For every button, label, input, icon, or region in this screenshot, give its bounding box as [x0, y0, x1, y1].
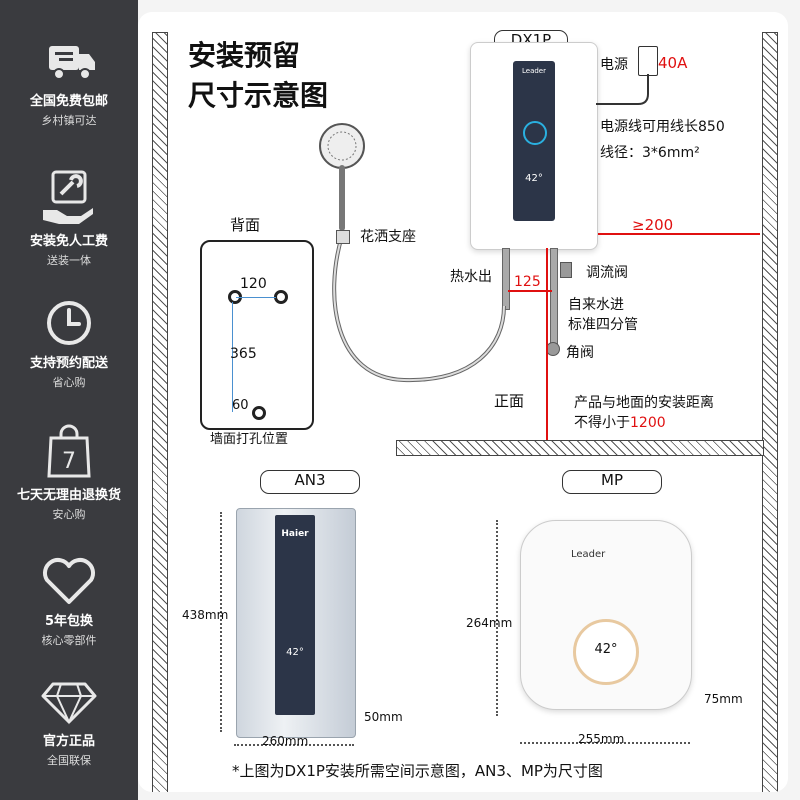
sidebar-item-scheduled-delivery: 支持预约配送 省心购 — [0, 298, 138, 390]
dx1p-front-panel: Leader 42° — [513, 61, 555, 221]
temperature-display: 42° — [525, 173, 543, 184]
shower-holder-label: 花洒支座 — [360, 229, 416, 245]
mp-width: 255mm — [578, 732, 625, 746]
hot-water-pipe — [502, 248, 510, 310]
mp-control-dial: 42° — [573, 619, 639, 685]
sidebar-item-title: 5年包换 — [44, 614, 94, 629]
hole-h-guide — [236, 297, 276, 298]
sidebar-item-free-shipping: 全国免费包邮 乡村镇可达 — [0, 42, 138, 128]
brand-logo: Haier — [281, 529, 309, 539]
sidebar-item-subtitle: 乡村镇可达 — [41, 114, 97, 127]
clock-icon — [47, 301, 91, 345]
pipe-spacing-line — [508, 290, 552, 292]
power-cable — [596, 74, 649, 105]
truck-icon — [49, 46, 95, 80]
svg-text:7: 7 — [62, 449, 76, 474]
floor-note-line1: 产品与地面的安装距离 — [574, 395, 714, 411]
front-label: 正面 — [494, 392, 525, 410]
cold-in-line1: 自来水进 — [568, 297, 624, 313]
water-drop-icon — [523, 121, 547, 145]
temperature-display: 42° — [286, 647, 304, 658]
sidebar-item-free-install: 安装免人工费 送装一体 — [0, 168, 138, 268]
flow-valve-label: 调流阀 — [586, 265, 628, 281]
cold-water-pipe — [550, 248, 558, 350]
an3-height-guide — [220, 512, 222, 732]
model-tag-an3: AN3 — [260, 470, 360, 494]
sidebar-item-title: 安装免人工费 — [29, 234, 108, 249]
sidebar-item-genuine: 官方正品 全国联保 — [0, 676, 138, 768]
back-panel: 120 365 60 — [200, 240, 314, 430]
angle-valve-icon — [546, 342, 560, 356]
wrench-hand-icon — [43, 170, 93, 224]
cold-in-line2: 标准四分管 — [568, 317, 638, 333]
shower-assembly — [319, 123, 506, 383]
page-title-line1: 安装预留 — [188, 39, 301, 72]
an3-width: 260mm — [262, 734, 309, 748]
left-wall — [152, 32, 168, 792]
hole-bottom-spacing: 60 — [232, 398, 249, 413]
floor-note-value: 1200 — [630, 415, 666, 431]
an3-width-guide — [234, 744, 354, 746]
an3-heater: Haier 42° — [236, 508, 356, 738]
pipe-spacing-value: 125 — [514, 274, 541, 290]
an3-depth: 50mm — [364, 710, 403, 724]
floor-distance-line — [546, 248, 548, 440]
mp-height-guide — [496, 520, 498, 716]
hot-water-out-label: 热水出 — [450, 269, 492, 285]
side-clearance-line — [598, 233, 760, 235]
sidebar: 全国免费包邮 乡村镇可达 安装免人工费 送装一体 支持预约配送 省心购 7 七天… — [0, 0, 138, 800]
sidebar-item-subtitle: 省心购 — [52, 376, 86, 389]
hole-v-guide — [232, 302, 233, 412]
mp-heater: Leader 42° — [520, 520, 692, 710]
brand-logo: Leader — [521, 67, 546, 75]
cable-spec: 线径：3*6mm² — [600, 145, 700, 161]
mp-depth: 75mm — [704, 692, 743, 706]
model-tag-mp: MP — [562, 470, 662, 494]
diagram-panel: 安装预留 尺寸示意图 DX1P Leader 42° 电源 40A 电源线可用线… — [138, 12, 788, 792]
side-clearance-value: ≥200 — [632, 216, 674, 234]
angle-valve-label: 角阀 — [566, 345, 594, 361]
hole-v-spacing: 365 — [230, 346, 257, 362]
floor — [396, 440, 764, 456]
floor-note-line2: 不得小于1200 — [574, 412, 666, 432]
shower-holder-icon — [336, 230, 350, 244]
sidebar-item-seven-day-return: 7 七天无理由退换货 安心购 — [0, 424, 138, 522]
heart-icon — [43, 558, 95, 604]
sidebar-item-title: 全国免费包邮 — [29, 94, 108, 109]
sidebar-item-subtitle: 全国联保 — [47, 754, 91, 767]
mount-hole — [252, 406, 266, 420]
back-panel-title: 背面 — [230, 216, 261, 234]
page-title-line2: 尺寸示意图 — [188, 79, 329, 112]
sidebar-item-subtitle: 安心购 — [52, 508, 86, 521]
temperature-display: 42° — [594, 642, 618, 657]
back-panel-caption: 墙面打孔位置 — [210, 432, 289, 447]
mp-width-guide — [520, 742, 690, 744]
breaker-rating: 40A — [658, 54, 688, 72]
cable-length: 电源线可用线长850 — [600, 119, 725, 135]
sidebar-item-title: 官方正品 — [42, 734, 95, 749]
bag-7-icon: 7 — [47, 424, 91, 478]
footnote: *上图为DX1P安装所需空间示意图，AN3、MP为尺寸图 — [232, 762, 603, 780]
sidebar-item-subtitle: 送装一体 — [47, 254, 91, 267]
mount-hole — [274, 290, 288, 304]
flow-valve-icon — [560, 262, 572, 278]
diamond-icon — [41, 682, 97, 725]
page-title: 安装预留 尺寸示意图 — [188, 36, 328, 116]
sidebar-item-title: 支持预约配送 — [29, 356, 108, 371]
hole-h-spacing: 120 — [240, 276, 267, 292]
sidebar-item-title: 七天无理由退换货 — [16, 488, 121, 503]
power-label: 电源 — [600, 57, 628, 73]
dx1p-heater: Leader 42° — [470, 42, 598, 250]
floor-note-prefix: 不得小于 — [574, 415, 630, 431]
an3-height: 438mm — [182, 608, 229, 622]
right-wall — [762, 32, 778, 792]
mp-height: 264mm — [466, 616, 513, 630]
sidebar-item-subtitle: 核心零部件 — [41, 634, 97, 647]
an3-front-panel: Haier 42° — [275, 515, 315, 715]
sidebar-item-five-year-replace: 5年包换 核心零部件 — [0, 556, 138, 648]
brand-logo: Leader — [571, 549, 606, 560]
